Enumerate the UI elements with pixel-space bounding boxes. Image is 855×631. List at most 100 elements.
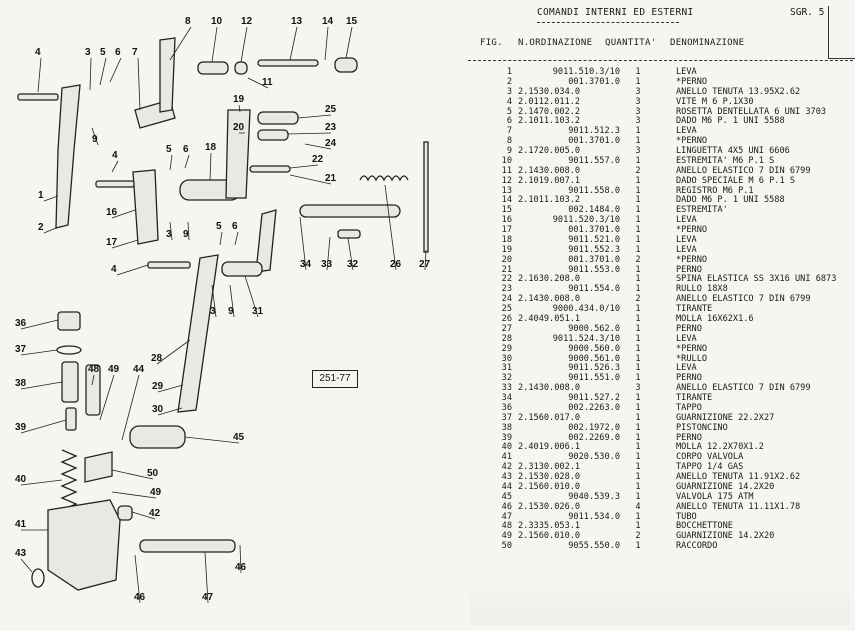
order-number-cell: 002.1484.0 xyxy=(568,205,620,216)
order-number-cell: 9011.552.3 xyxy=(568,244,620,255)
fig-cell: 45 xyxy=(501,491,512,502)
callout-label: 8 xyxy=(185,16,191,27)
quantity-cell: 3 xyxy=(635,106,641,117)
callout-leader-line xyxy=(156,339,191,365)
callout-label: 6 xyxy=(183,144,189,155)
order-number-cell: 9011.524.3/10 xyxy=(552,333,620,344)
name-cell: MOLLA 16X62X1.6 xyxy=(676,314,754,324)
callout-label: 49 xyxy=(108,364,120,375)
fig-cell: 40 xyxy=(501,442,512,453)
callout-leader-line xyxy=(347,237,354,271)
callout-leader-line xyxy=(289,26,298,61)
callout-label: 3 xyxy=(85,47,91,58)
fig-cell: 23 xyxy=(501,284,512,295)
name-cell: *PERNO xyxy=(676,343,708,354)
quantity-cell: 1 xyxy=(635,175,641,186)
quantity-cell: 1 xyxy=(635,225,641,236)
callout-leader-line xyxy=(43,195,59,202)
order-number-cell: 2.1011.103.2 xyxy=(518,195,581,206)
callout-label: 24 xyxy=(325,138,337,149)
callout-label: 23 xyxy=(325,122,337,133)
order-number-cell: 2.3335.053.1 xyxy=(518,521,581,532)
callout-label: 4 xyxy=(35,47,41,58)
callout-label: 14 xyxy=(322,16,334,27)
callout-label: 42 xyxy=(149,508,161,519)
callout-leader-line xyxy=(91,374,95,386)
name-cell: *PERNO xyxy=(676,254,708,265)
name-cell: CORPO VALVOLA xyxy=(676,452,744,463)
callout-leader-line xyxy=(111,491,157,499)
callout-leader-line xyxy=(137,57,141,111)
callout-label: 44 xyxy=(133,364,145,375)
name-cell: GUARNIZIONE 14.2X20 xyxy=(676,531,775,542)
callout-leader-line xyxy=(89,57,92,91)
callout-label: 19 xyxy=(233,94,245,105)
callout-leader-line xyxy=(326,236,331,271)
name-cell: ESTREMITA' xyxy=(676,205,728,216)
name-cell: TUBO xyxy=(676,511,697,522)
header-divider xyxy=(468,60,855,61)
callout-label: 45 xyxy=(233,432,245,443)
callout-leader-line xyxy=(20,479,63,486)
callout-label: 25 xyxy=(325,104,337,115)
callout-leader-line xyxy=(211,284,217,318)
callout-label: 38 xyxy=(15,378,27,389)
quantity-cell: 4 xyxy=(635,501,641,512)
name-cell: VALVOLA 175 ATM xyxy=(676,491,754,502)
quantity-cell: 1 xyxy=(635,541,641,552)
quantity-cell: 2 xyxy=(635,531,641,542)
callout-label: 32 xyxy=(347,259,359,270)
callout-leader-line xyxy=(297,114,332,119)
callout-label: 3 xyxy=(210,306,216,317)
quantity-cell: 1 xyxy=(635,353,641,364)
name-cell: LEVA xyxy=(676,363,697,374)
callout-label: 48 xyxy=(88,364,100,375)
quantity-cell: 1 xyxy=(635,363,641,374)
callout-leader-line xyxy=(121,374,140,441)
order-number-cell: 9011.526.3 xyxy=(568,363,620,374)
callout-leader-line xyxy=(134,554,141,604)
callout-leader-line xyxy=(424,249,427,271)
quantity-cell: 1 xyxy=(635,314,641,324)
name-cell: *RULLO xyxy=(676,353,708,364)
name-cell: PERNO xyxy=(676,373,702,384)
quantity-cell: 3 xyxy=(635,116,641,127)
order-number-cell: 2.1430.008.0 xyxy=(518,294,581,305)
fig-cell: 3 xyxy=(506,86,512,97)
callout-leader-line xyxy=(384,184,397,271)
name-cell: LEVA xyxy=(676,67,697,77)
name-cell: VITE M 6 P.1X30 xyxy=(676,96,754,107)
page-title: COMANDI INTERNI ED ESTERNI xyxy=(537,7,694,18)
order-number-cell: 2.1720.005.0 xyxy=(518,146,581,157)
callout-leader-line xyxy=(244,275,259,318)
order-number-cell: 9040.539.3 xyxy=(568,491,620,502)
quantity-cell: 1 xyxy=(635,126,641,137)
quantity-cell: 1 xyxy=(635,472,641,483)
callout-label: 16 xyxy=(106,207,118,218)
callout-label: 18 xyxy=(205,142,217,153)
order-number-cell: 9011.510.3/10 xyxy=(552,67,620,77)
order-number-cell: 2.1530.026.0 xyxy=(518,501,581,512)
name-cell: LEVA xyxy=(676,333,697,344)
name-cell: GUARNIZIONE 22.2X27 xyxy=(676,412,775,423)
quantity-cell: 1 xyxy=(635,284,641,295)
quantity-cell: 1 xyxy=(635,432,641,443)
fig-cell: 27 xyxy=(501,323,512,334)
blank-area xyxy=(470,575,850,625)
order-number-cell: 2.1011.103.2 xyxy=(518,116,581,127)
order-number-cell: 2.4019.006.1 xyxy=(518,442,581,453)
callout-label: 11 xyxy=(262,77,273,88)
order-number-cell: 2.1560.010.0 xyxy=(518,531,581,542)
name-cell: LEVA xyxy=(676,234,697,245)
callout-label: 17 xyxy=(106,237,118,248)
name-cell: RACCORDO xyxy=(676,541,718,552)
callout-leader-line xyxy=(99,374,115,421)
fig-cell: 8 xyxy=(506,136,512,147)
callout-leader-line xyxy=(184,436,240,444)
callout-leader-line xyxy=(20,381,63,390)
quantity-cell: 1 xyxy=(635,67,641,77)
callout-label: 22 xyxy=(312,154,324,165)
fig-cell: 28 xyxy=(501,333,512,344)
order-number-cell: 2.1430.008.0 xyxy=(518,165,581,176)
order-number-cell: 2.1019.007.1 xyxy=(518,175,581,186)
